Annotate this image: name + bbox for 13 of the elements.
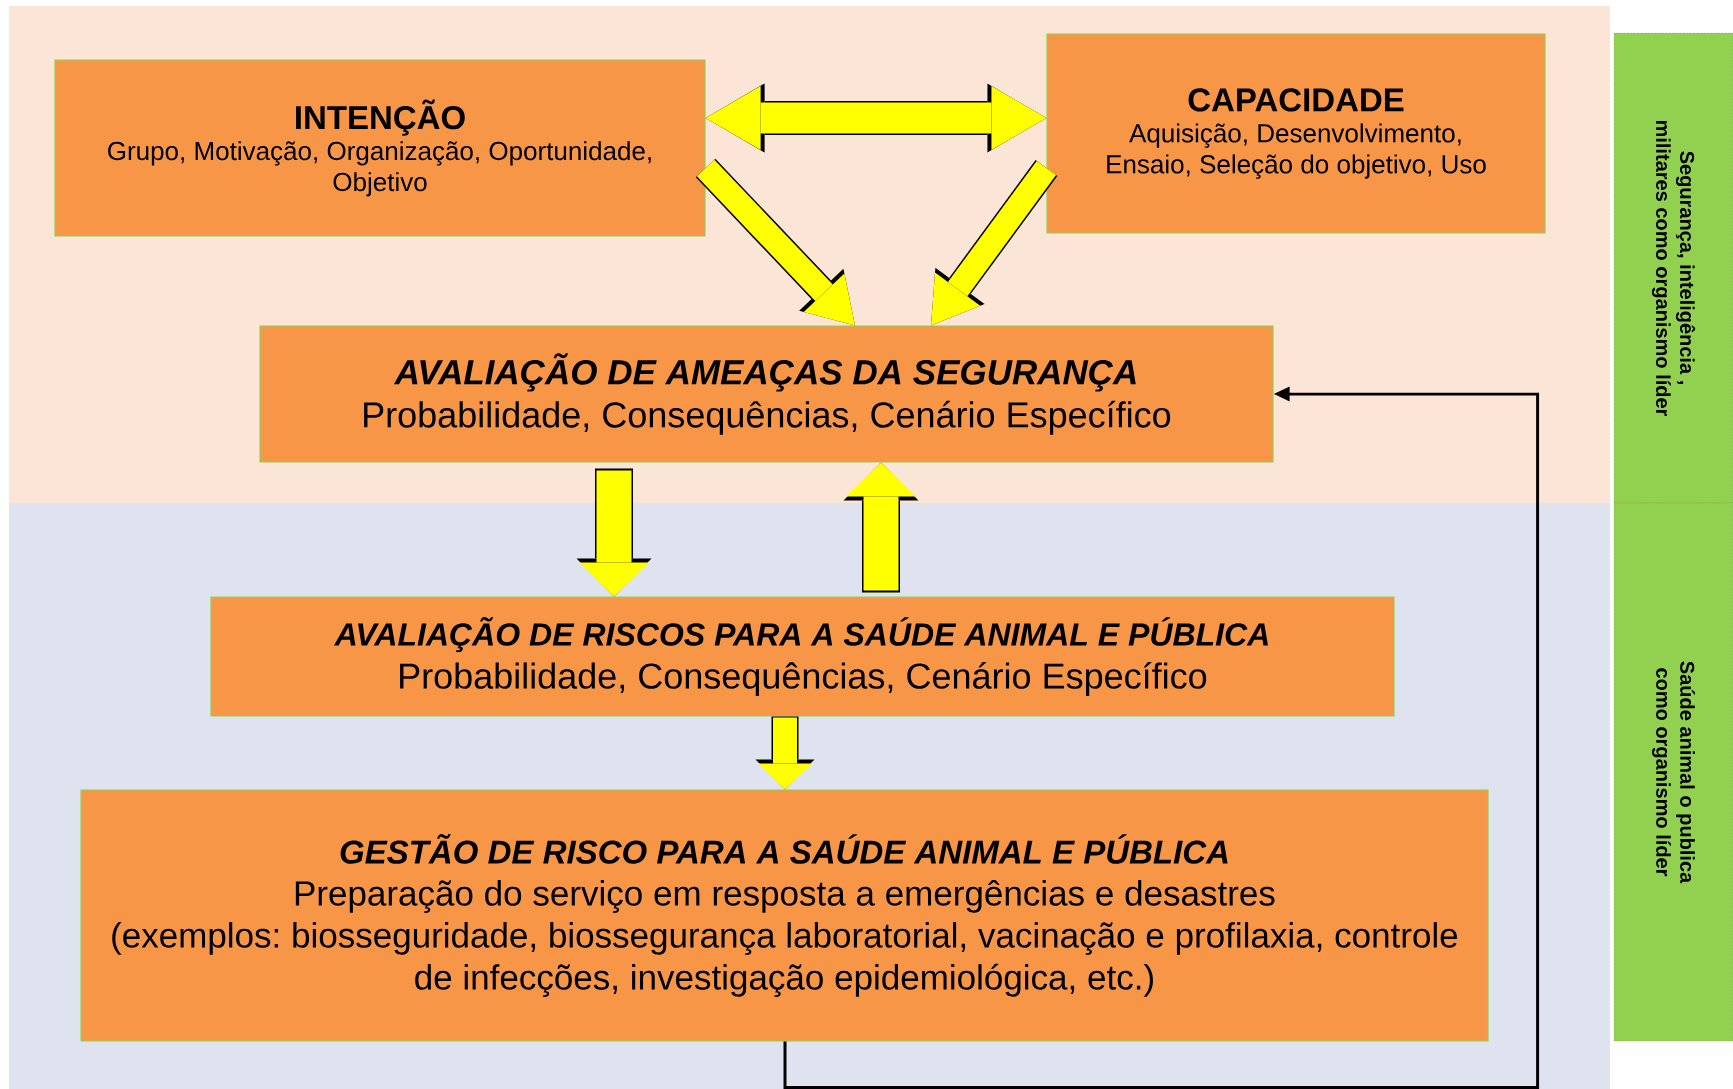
process-box: INTENÇÃO Grupo, Motivação, Organização, Oportunidade, Objetivo — [54, 59, 706, 237]
process-box: AVALIAÇÃO DE RISCOS PARA A SAÚDE ANIMAL E PÚBLICA Probabilidade, Consequências, Cenário Específico — [210, 596, 1395, 717]
block-arrow — [931, 160, 1058, 326]
block-arrow — [843, 462, 919, 593]
block-arrow — [755, 716, 815, 790]
process-box: GESTÃO DE RISCO PARA A SAÚDE ANIMAL E PÚBLICA Preparação do serviço em resposta a emergências e desastres (exemplos: biosseguridade, biossegurança laboratorial, vacinação e profilaxia, controle de infecções, investigação epidemiológica, etc.) — [80, 789, 1489, 1042]
block-arrow — [576, 468, 652, 597]
block-arrow — [705, 83, 1047, 153]
process-box: AVALIAÇÃO DE AMEAÇAS DA SEGURANÇA Probabilidade, Consequências, Cenário Específico — [259, 325, 1274, 463]
side-band: Segurança, inteligência , militares como organismo líder — [1613, 32, 1733, 504]
side-band: Saúde animal o publica como organismo líder — [1613, 502, 1733, 1042]
block-arrow — [695, 158, 855, 326]
process-box: CAPACIDADE Aquisição, Desenvolvimento, Ensaio, Seleção do objetivo, Uso — [1046, 33, 1546, 234]
